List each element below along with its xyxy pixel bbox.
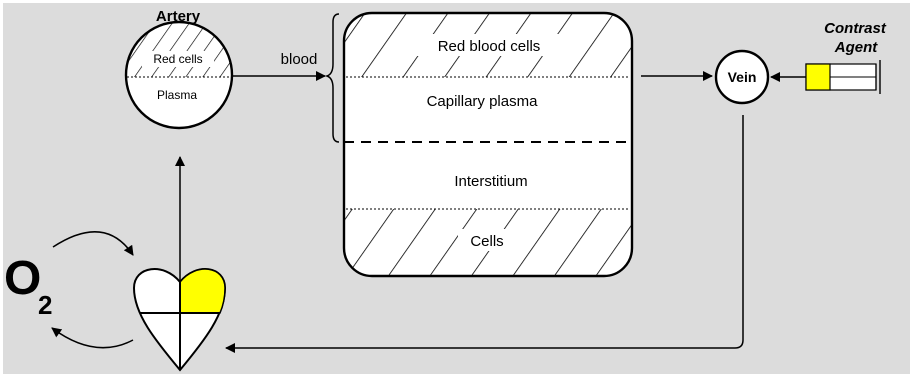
blood-label: blood bbox=[281, 51, 318, 68]
artery-group: Artery Red cells Plasma bbox=[120, 8, 240, 128]
contrast-agent-line1: Contrast bbox=[824, 20, 887, 37]
tissue-compartment: Red blood cells Capillary plasma Interst… bbox=[344, 13, 632, 276]
artery-red-cells-label: Red cells bbox=[153, 52, 202, 66]
oxygen-group: O 2 bbox=[4, 232, 133, 348]
artery-red-cells-hatch bbox=[120, 20, 240, 77]
capillary-brace bbox=[327, 14, 339, 142]
vein-group: Vein bbox=[716, 51, 768, 103]
arrow-oxygen-in bbox=[53, 232, 133, 255]
red-blood-cells-label: Red blood cells bbox=[438, 38, 541, 55]
oxygen-symbol: O bbox=[4, 252, 41, 305]
contrast-agent-fill-icon bbox=[806, 64, 830, 90]
oxygen-subscript: 2 bbox=[38, 290, 52, 320]
heart-icon bbox=[134, 269, 225, 370]
heart-upper-right-chamber bbox=[180, 269, 225, 313]
cells-label: Cells bbox=[470, 233, 503, 250]
contrast-agent-group: Contrast Agent bbox=[771, 20, 887, 94]
contrast-agent-line2: Agent bbox=[834, 39, 879, 56]
interstitium-label: Interstitium bbox=[454, 173, 527, 190]
artery-plasma-label: Plasma bbox=[157, 88, 197, 102]
arrow-oxygen-out bbox=[52, 328, 133, 348]
capillary-plasma-label: Capillary plasma bbox=[427, 93, 539, 110]
vein-label: Vein bbox=[728, 69, 757, 85]
